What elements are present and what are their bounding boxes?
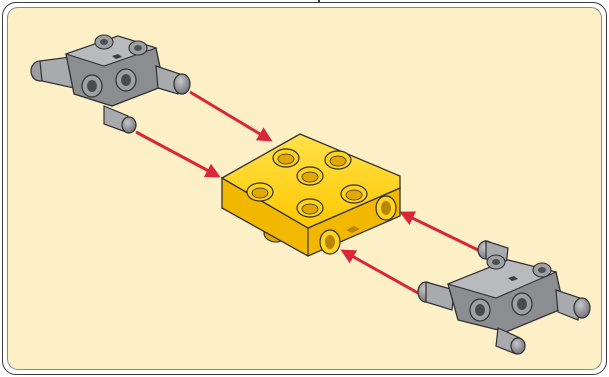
red-arrow-icon <box>343 251 418 293</box>
hub-hole-icon <box>273 149 299 167</box>
assembly-diagram <box>8 8 602 370</box>
yellow-hub-part <box>222 134 400 256</box>
red-arrow-icon <box>190 92 270 140</box>
gray-pin-icon <box>156 66 190 94</box>
red-arrow-icon <box>402 213 478 250</box>
gray-pin-icon <box>556 290 590 320</box>
gray-connector-bottom-right <box>418 241 590 354</box>
gray-pin-icon <box>104 106 136 133</box>
hub-hole-icon <box>247 183 273 201</box>
hub-hole-icon <box>297 167 323 185</box>
gray-connector-top-left <box>31 35 190 133</box>
hub-hole-icon <box>341 185 367 203</box>
hub-hole-icon <box>297 199 323 217</box>
panel-background <box>7 7 602 370</box>
hub-hole-icon <box>325 151 351 169</box>
gray-pin-icon <box>496 328 525 354</box>
red-arrow-icon <box>136 132 218 176</box>
